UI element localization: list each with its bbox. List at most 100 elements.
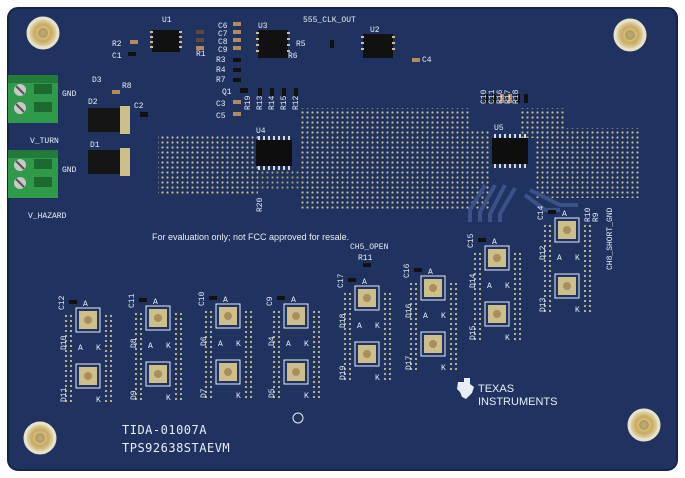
led-via — [409, 337, 413, 341]
led-via — [518, 302, 522, 306]
svg-text:C3: C3 — [216, 100, 226, 109]
led-via — [209, 340, 213, 344]
led-via — [272, 325, 276, 329]
led-via — [139, 342, 143, 346]
svg-text:R6: R6 — [288, 52, 298, 61]
led-D7-outline — [215, 359, 241, 385]
led-via — [249, 345, 253, 349]
led-via — [588, 289, 592, 293]
led-via — [204, 335, 208, 339]
led-via — [343, 347, 347, 351]
led-via — [204, 350, 208, 354]
ic-u4 — [256, 136, 292, 170]
led-via — [513, 327, 517, 331]
led-via — [449, 292, 453, 296]
led-via — [204, 375, 208, 379]
led-via — [69, 369, 73, 373]
ref-d15: D15 — [469, 325, 478, 340]
led-via — [179, 312, 183, 316]
led-via — [473, 312, 477, 316]
ic-u3 — [256, 30, 290, 58]
led-via — [277, 325, 281, 329]
led-via — [414, 342, 418, 346]
led-via — [478, 317, 482, 321]
test-point-555-clk-out: 555_CLK_OUT — [303, 16, 356, 25]
led-via — [277, 370, 281, 374]
led-via — [543, 304, 547, 308]
top-refs: R2 C1 C6 C7 C8 C9 R3 R4 R5 R6 R7 R1 C4 Q… — [112, 22, 432, 212]
led-via — [583, 244, 587, 248]
svg-text:C11: C11 — [488, 89, 497, 104]
led-via — [478, 252, 482, 256]
cap-c16 — [414, 268, 422, 272]
led-via — [454, 337, 458, 341]
led-via — [209, 370, 213, 374]
led-via — [209, 395, 213, 399]
led-via — [134, 372, 138, 376]
led-D17-center — [429, 340, 437, 348]
led-via — [179, 387, 183, 391]
led-via — [383, 297, 387, 301]
led-via — [69, 399, 73, 403]
led-via — [174, 342, 178, 346]
led-anode-label: A — [291, 296, 296, 305]
led-via — [204, 355, 208, 359]
led-via — [518, 272, 522, 276]
led-D8-outline — [145, 305, 171, 331]
led-via — [513, 312, 517, 316]
led-via — [139, 367, 143, 371]
led-via — [277, 310, 281, 314]
led-via — [312, 385, 316, 389]
led-cathode-label: K — [236, 392, 241, 401]
led-via — [513, 297, 517, 301]
led-via — [109, 354, 113, 358]
led-via — [249, 385, 253, 389]
led-via — [548, 249, 552, 253]
led-via — [383, 347, 387, 351]
mounting-hole-tl — [26, 16, 60, 50]
cap-c10 — [209, 296, 217, 300]
led-via — [139, 332, 143, 336]
led-via — [209, 380, 213, 384]
led-via — [449, 347, 453, 351]
led-via — [174, 367, 178, 371]
led-via — [179, 397, 183, 401]
led-via — [272, 390, 276, 394]
led-via — [312, 335, 316, 339]
led-via — [548, 289, 552, 293]
led-via — [388, 347, 392, 351]
ref-d19: D19 — [339, 365, 348, 380]
led-via — [414, 332, 418, 336]
ref-u5: U5 — [494, 124, 504, 133]
led-via — [588, 249, 592, 253]
led-via — [244, 320, 248, 324]
led-via — [317, 340, 321, 344]
led-via — [383, 362, 387, 366]
led-via — [518, 252, 522, 256]
led-via — [348, 302, 352, 306]
led-via — [543, 289, 547, 293]
led-via — [277, 340, 281, 344]
led-via — [69, 349, 73, 353]
led-via — [348, 307, 352, 311]
led-via — [174, 392, 178, 396]
led-via — [204, 315, 208, 319]
led-D11-outline — [75, 363, 101, 389]
led-via — [312, 370, 316, 374]
led-via — [134, 392, 138, 396]
led-cathode-label: K — [375, 374, 380, 383]
led-via — [312, 375, 316, 379]
led-via — [317, 320, 321, 324]
svg-text:C6: C6 — [218, 22, 228, 31]
led-via — [244, 330, 248, 334]
led-via — [518, 312, 522, 316]
led-via — [277, 390, 281, 394]
led-via — [449, 367, 453, 371]
led-anode-label: A — [83, 300, 88, 309]
led-D10-outline — [75, 307, 101, 333]
led-via — [454, 312, 458, 316]
led-via — [104, 354, 108, 358]
led-via — [543, 309, 547, 313]
led-via — [409, 307, 413, 311]
led-via — [414, 312, 418, 316]
